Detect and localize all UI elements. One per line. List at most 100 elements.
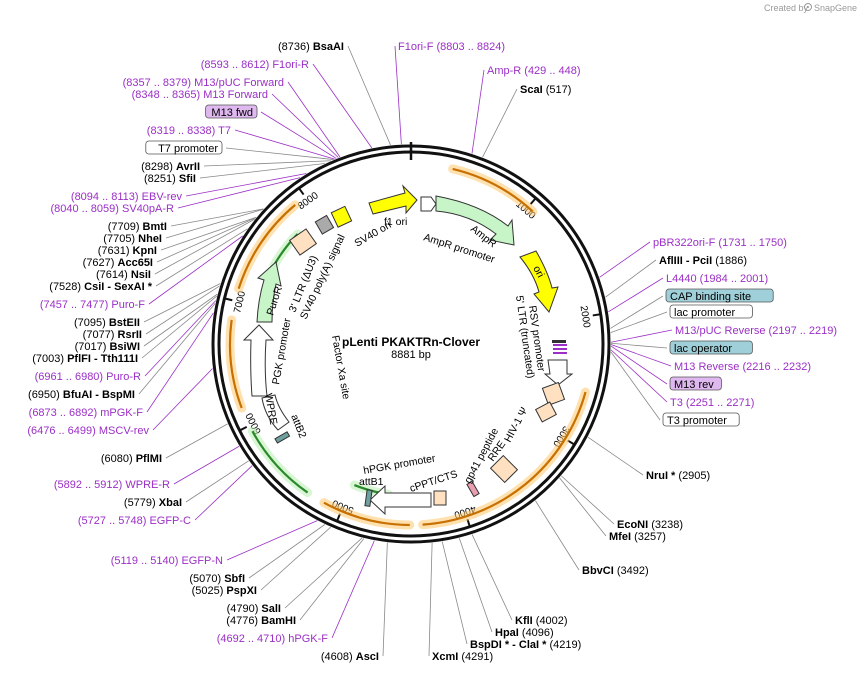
label-left-21: (7003) PflFI - Tth111I: [32, 353, 138, 365]
leader-line: [146, 312, 214, 413]
hiv-psi-box: [534, 401, 558, 423]
label-left-16: (7528) CsiI - SexAI *: [49, 281, 152, 293]
leader-line: [155, 228, 248, 287]
feature-hiv-psi: HIV-1 Ψ: [502, 405, 531, 444]
label-left-9: (8094 .. 8113) EBV-rev: [71, 191, 183, 203]
leader-line: [458, 537, 493, 633]
leader-line: [203, 160, 331, 167]
label-left-32: (5025) PspXI: [192, 585, 257, 597]
label-left-33: (4790) SalI: [227, 603, 281, 615]
leader-line: [143, 293, 218, 347]
plasmid-name: pLenti PKAKTRn-Clover: [342, 335, 480, 349]
label-left-28: (5779) XbaI: [124, 497, 182, 509]
label-left-0: (8736) BsaAI: [278, 41, 344, 53]
plasmid-length: 8881 bp: [391, 349, 431, 361]
leader-line: [143, 283, 221, 323]
label-left-15: (7614) NsiI: [96, 269, 151, 281]
label-left-29: (5727 .. 5748) EGFP-C: [78, 515, 191, 527]
label-left-7: (8298) AvrII: [141, 161, 200, 173]
attb2-box: [274, 431, 291, 444]
label-left-5: (8319 .. 8338) T7: [147, 125, 231, 137]
leader-line: [610, 349, 668, 403]
tick-label: 7000: [232, 290, 248, 315]
five-ltr-box: [541, 381, 566, 406]
leader-line: [287, 81, 341, 158]
feature-attb2: attB2: [288, 413, 308, 440]
leader-line: [482, 88, 518, 158]
label-right-11: M13 rev: [674, 379, 714, 391]
f1-ori-arrow: [368, 184, 418, 215]
feature-pgk-promoter: PGK promoter: [270, 317, 294, 386]
leader-lines: [138, 45, 673, 657]
label-left-18: (7095) BstEII: [74, 317, 140, 329]
feature-f1-ori: f1 ori: [384, 216, 407, 228]
lac-region-marks: [552, 340, 567, 354]
leader-line: [165, 208, 264, 239]
labels-left: (8736) BsaAI(8593 .. 8612) F1ori-R(8357 …: [27, 41, 379, 663]
label-left-20: (7017) BsiWI: [75, 341, 140, 353]
label-left-36: (4608) AscI: [321, 651, 379, 663]
tick-mark: [298, 188, 305, 196]
leader-line: [441, 541, 468, 645]
label-right-13: T3 promoter: [667, 415, 727, 427]
leader-line: [144, 300, 217, 377]
feature-attb1: attB1: [359, 476, 384, 488]
feature-shapes: [242, 184, 574, 516]
tick-mark: [529, 198, 536, 205]
label-box: [669, 304, 753, 319]
leader-line: [141, 295, 218, 359]
label-left-11: (7709) BmtI: [108, 221, 167, 233]
credit-text: Created by: [764, 3, 809, 13]
leader-line: [260, 111, 337, 159]
leader-line: [610, 344, 672, 367]
pgk-promoter-arrow: [242, 324, 275, 397]
leader-line: [199, 163, 325, 179]
label-left-1: (8593 .. 8612) F1ori-R: [201, 59, 309, 71]
feature-ori: ori: [530, 264, 546, 280]
labels-right: F1ori-F (8803 .. 8824)Amp-R (429 .. 448)…: [398, 41, 837, 663]
feature-hpgk-promoter: hPGK promoter: [362, 452, 436, 477]
label-right-10: M13 Reverse (2216 .. 2232): [674, 361, 811, 373]
leader-line: [535, 500, 580, 571]
label-left-35: (4692 .. 4710) hPGK-F: [217, 633, 329, 645]
label-box: [665, 288, 774, 303]
leader-line: [428, 542, 433, 657]
three-ltr-box: [288, 228, 318, 256]
label-right-1: Amp-R (429 .. 448): [487, 65, 581, 77]
leader-line: [561, 475, 615, 525]
leader-line: [148, 235, 243, 305]
backbone: [211, 142, 611, 544]
leader-line: [471, 534, 513, 621]
leader-line: [177, 177, 301, 209]
leader-line: [170, 208, 264, 227]
band-lentiviral: [422, 391, 587, 526]
feature-bands: [225, 164, 591, 530]
leader-line: [599, 241, 651, 278]
label-left-8: (8251) SfiI: [144, 173, 196, 185]
label-box: [145, 140, 223, 155]
leader-line: [347, 45, 391, 146]
tick-mark: [225, 297, 233, 302]
label-box: [205, 104, 258, 119]
tick-label: 8000: [296, 190, 321, 212]
label-right-2: ScaI (517): [520, 84, 571, 96]
leader-line: [234, 129, 335, 160]
cppt-box: [433, 490, 447, 506]
leader-line: [225, 147, 334, 160]
sv40-ori-box: [330, 205, 353, 228]
label-right-18: KflI (4002): [515, 615, 568, 627]
leader-line: [165, 423, 228, 459]
label-left-13: (7631) KpnI: [98, 245, 157, 257]
tick-label: 2000: [578, 305, 592, 329]
label-left-3: (8348 .. 8365) M13 Forward: [132, 89, 268, 101]
label-right-17: BbvCI (3492): [582, 565, 649, 577]
leader-line: [299, 538, 365, 621]
label-left-6: T7 promoter: [158, 143, 218, 155]
band-wpre: [228, 319, 243, 409]
leader-line: [587, 436, 644, 476]
leader-line: [138, 303, 216, 395]
leader-line: [260, 526, 331, 591]
label-left-26: (6080) PflMI: [101, 453, 162, 465]
wpre-box: [261, 394, 290, 431]
